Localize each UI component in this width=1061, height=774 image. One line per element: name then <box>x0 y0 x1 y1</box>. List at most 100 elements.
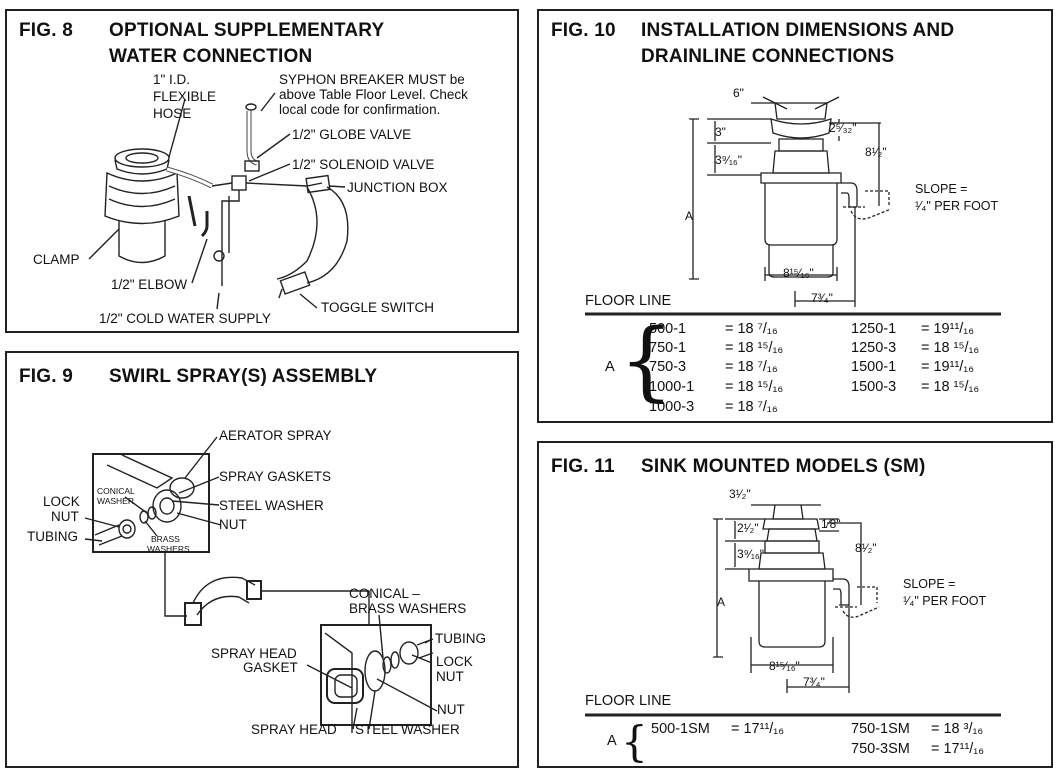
model: 500-1 <box>649 321 687 337</box>
conical-brass-label-1: CONICAL – <box>349 586 420 601</box>
fig11-a-label: A <box>607 733 617 749</box>
hose-label-1: 1" I.D. <box>153 72 191 87</box>
model: 1250-1 <box>851 321 897 337</box>
model: 500-1SM <box>651 721 710 737</box>
spray-gaskets-label: SPRAY GASKETS <box>219 469 332 484</box>
hose-label-3: HOSE <box>153 106 192 121</box>
value: = 17¹¹/₁₆ <box>931 741 985 757</box>
dim-8-1-2in: 8¹⁄₂" <box>865 145 887 159</box>
fig10-panel: FIG. 10 INSTALLATION DIMENSIONS AND DRAI… <box>537 9 1053 423</box>
toggle-switch-label: TOGGLE SWITCH <box>321 300 435 315</box>
lock-nut-bottom-label-2: NUT <box>436 669 464 684</box>
fig9-title: SWIRL SPRAY(S) ASSEMBLY <box>109 366 378 387</box>
syphon-note-2: above Table Floor Level. Check <box>279 87 468 102</box>
dim-8-1-2in: 8¹⁄₂" <box>855 541 877 555</box>
hose-label-2: FLEXIBLE <box>153 89 217 104</box>
model: 750-3SM <box>851 741 910 757</box>
fig10-brace: { <box>619 311 674 411</box>
dim-6in: 6" <box>733 86 744 100</box>
fig10-slope-1: SLOPE = <box>915 182 968 196</box>
aerator-spray-label: AERATOR SPRAY <box>219 428 332 443</box>
globe-valve-label: 1/2" GLOBE VALVE <box>292 127 412 142</box>
value: = 19¹¹/₁₆ <box>921 359 975 375</box>
conical-brass-label-2: BRASS WASHERS <box>349 601 467 616</box>
dim-7-3-4in: 7³⁄₄" <box>803 675 825 689</box>
value: = 18 ⁷/₁₆ <box>725 321 778 337</box>
value: = 18 ¹⁵/₁₆ <box>921 340 980 356</box>
fig8-number: FIG. 8 <box>19 20 73 41</box>
dim-3in: 3" <box>715 125 726 139</box>
dim-3-1-2in: 3¹⁄₂" <box>729 487 751 501</box>
fig8-panel: FIG. 8 OPTIONAL SUPPLEMENTARY WATER CONN… <box>5 9 519 333</box>
dim-2-1-2in: 2¹⁄₂" <box>737 521 759 535</box>
fig10-title-line2: DRAINLINE CONNECTIONS <box>641 46 895 67</box>
fig11-slope-2: ¹⁄₄" PER FOOT <box>903 594 987 608</box>
spray-head-gasket-label-1: SPRAY HEAD <box>211 646 297 661</box>
dim-2-5-32in: 2⁵⁄₃₂" <box>829 121 857 135</box>
fig11-brace: { <box>621 717 648 766</box>
steel-washer-bottom-label: STEEL WASHER <box>355 722 460 737</box>
model: 1500-1 <box>851 359 897 375</box>
dim-7-3-4in: 7³⁄₄" <box>811 291 833 305</box>
solenoid-valve-label: 1/2" SOLENOID VALVE <box>292 157 435 172</box>
fig9-illustration <box>84 436 438 733</box>
fig8-title-line2: WATER CONNECTION <box>109 46 313 67</box>
value: = 18 ⁷/₁₆ <box>725 359 778 375</box>
junction-box-label: JUNCTION BOX <box>347 180 448 195</box>
dim-8-15-16in: 8¹⁵⁄₁₆" <box>783 266 814 280</box>
fig9-number: FIG. 9 <box>19 366 73 387</box>
fig11-slope-1: SLOPE = <box>903 577 956 591</box>
lock-nut-top-label-2: NUT <box>51 509 79 524</box>
model: 1500-3 <box>851 379 897 395</box>
value: = 17¹¹/₁₆ <box>731 721 785 737</box>
fig10-a-label: A <box>605 359 615 375</box>
value: = 18 ⁷/₁₆ <box>725 399 778 415</box>
dim-1-8in: 1⁄8" <box>821 517 841 531</box>
value: = 18 ¹⁵/₁₆ <box>725 379 784 395</box>
fig10-number: FIG. 10 <box>551 20 616 41</box>
conical-washer-label-1: CONICAL <box>97 486 135 496</box>
value: = 19¹¹/₁₆ <box>921 321 975 337</box>
fig11-panel: FIG. 11 SINK MOUNTED MODELS (SM) 3¹⁄₂" 2… <box>537 441 1053 768</box>
dim-3-9-16in: 3⁹⁄₁₆" <box>737 547 764 561</box>
brass-washers-label-1: BRASS <box>151 534 180 544</box>
model: 750-1 <box>649 340 687 356</box>
fig11-title: SINK MOUNTED MODELS (SM) <box>641 456 926 477</box>
tubing-bottom-label: TUBING <box>435 631 487 646</box>
nut-bottom-label: NUT <box>437 702 465 717</box>
value: = 18 ¹⁵/₁₆ <box>921 379 980 395</box>
model: 750-3 <box>649 359 687 375</box>
dim-a: A <box>685 209 694 223</box>
dim-a: A <box>717 595 726 609</box>
model: 1000-1 <box>649 379 695 395</box>
model: 1250-3 <box>851 340 897 356</box>
tubing-top-label: TUBING <box>27 529 79 544</box>
lock-nut-top-label-1: LOCK <box>43 494 80 509</box>
fig10-floor-line: FLOOR LINE <box>585 293 672 309</box>
fig9-panel: FIG. 9 SWIRL SPRAY(S) ASSEMBLY AERATOR S… <box>5 351 519 768</box>
syphon-note-1: SYPHON BREAKER MUST be <box>279 72 465 87</box>
fig10-title-line1: INSTALLATION DIMENSIONS AND <box>641 20 955 41</box>
lock-nut-bottom-label-1: LOCK <box>436 654 473 669</box>
dim-3-9-16in: 3⁹⁄₁₆" <box>715 153 742 167</box>
fig10-illustration <box>585 96 1001 316</box>
nut-top-label: NUT <box>219 517 247 532</box>
fig10-slope-2: ¹⁄₄" PER FOOT <box>915 199 999 213</box>
fig11-illustration <box>585 504 1001 717</box>
value: = 18 ¹⁵/₁₆ <box>725 340 784 356</box>
fig8-illustration <box>88 92 349 310</box>
elbow-label: 1/2" ELBOW <box>111 277 188 292</box>
fig8-title-line1: OPTIONAL SUPPLEMENTARY <box>109 20 385 41</box>
spray-head-gasket-label-2: GASKET <box>243 660 298 675</box>
brass-washers-label-2: WASHERS <box>147 544 190 554</box>
dim-8-15-16in: 8¹⁵⁄₁₆" <box>769 659 800 673</box>
conical-washer-label-2: WASHER <box>97 496 134 506</box>
model: 750-1SM <box>851 721 910 737</box>
steel-washer-top-label: STEEL WASHER <box>219 498 324 513</box>
fig11-floor-line: FLOOR LINE <box>585 693 672 709</box>
syphon-note-3: local code for confirmation. <box>279 102 441 117</box>
clamp-label: CLAMP <box>33 252 80 267</box>
fig11-number: FIG. 11 <box>551 456 615 477</box>
model: 1000-3 <box>649 399 695 415</box>
spray-head-label: SPRAY HEAD <box>251 722 337 737</box>
